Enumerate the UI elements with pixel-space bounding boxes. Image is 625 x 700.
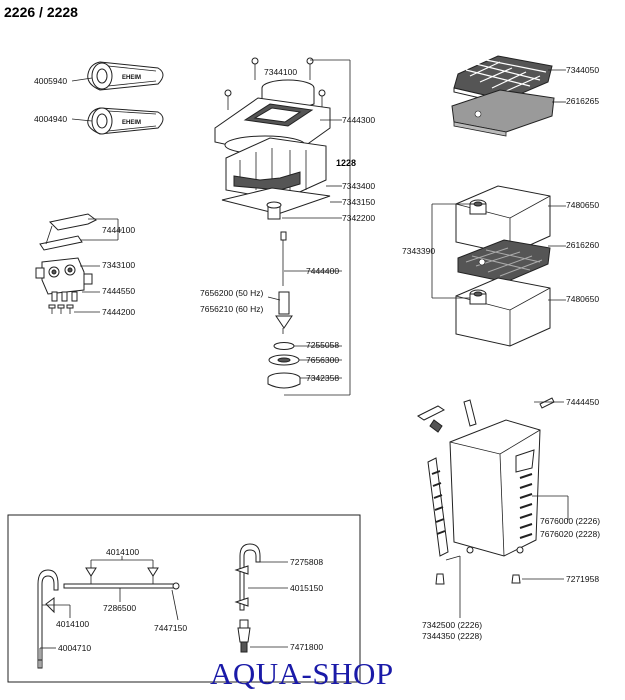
label-7343100: 7343100 <box>102 260 135 270</box>
clip-7444100 <box>39 213 97 251</box>
canister-strap <box>427 457 449 557</box>
label-7344350: 7344350 (2228) <box>422 631 482 641</box>
label-7275808: 7275808 <box>290 557 323 567</box>
accessories-frame <box>7 514 361 683</box>
label-2616260: 2616260 <box>566 240 599 250</box>
label-7444400: 7444400 <box>306 266 339 276</box>
label-7676020: 7676020 (2228) <box>540 529 600 539</box>
label-4005940: 4005940 <box>34 76 67 86</box>
label-7344050: 7344050 <box>566 65 599 75</box>
label-7343400: 7343400 <box>342 181 375 191</box>
label-7471800: 7471800 <box>290 642 323 652</box>
basket-lower <box>455 277 551 347</box>
label-7444450: 7444450 <box>566 397 599 407</box>
label-7480650-upper: 7480650 <box>566 200 599 210</box>
valve-block-7343100 <box>35 257 93 302</box>
label-7255058: 7255058 <box>306 340 339 350</box>
outlet-nozzle-7471800 <box>237 619 251 653</box>
label-7344100: 7344100 <box>264 67 297 77</box>
label-7342358: 7342358 <box>306 373 339 383</box>
pump-head-assembly <box>214 57 331 220</box>
label-4004710: 4004710 <box>58 643 91 653</box>
label-7271958: 7271958 <box>566 574 599 584</box>
label-7286500: 7286500 <box>103 603 136 613</box>
basket-upper <box>455 185 551 255</box>
label-7444550: 7444550 <box>102 286 135 296</box>
spray-bar-7286500 <box>63 582 180 590</box>
pipe-clip-4014100-left <box>42 597 70 614</box>
label-7342500: 7342500 (2226) <box>422 620 482 630</box>
label-7656210: 7656210 (60 Hz) <box>200 304 263 314</box>
impeller-stack <box>267 231 301 389</box>
label-7343150: 7343150 <box>342 197 375 207</box>
label-2616265: 2616265 <box>566 96 599 106</box>
label-4015150: 4015150 <box>290 583 323 593</box>
label-7343390: 7343390 <box>402 246 435 256</box>
label-7447150: 7447150 <box>154 623 187 633</box>
canister-body <box>449 419 541 557</box>
canister-handles-7444450 <box>417 397 555 433</box>
hose-coil-upper: EHEIM <box>87 61 164 91</box>
label-7342200: 7342200 <box>342 213 375 223</box>
return-elbow-7275808 <box>234 543 261 611</box>
hose-coil-lower: EHEIM <box>87 107 164 135</box>
label-7480650-lower: 7480650 <box>566 294 599 304</box>
pipe-clips-4014100-top <box>85 567 159 584</box>
brand-watermark: AQUA-SHOP <box>210 656 394 691</box>
screws-7444200 <box>48 304 74 314</box>
label-7444200: 7444200 <box>102 307 135 317</box>
canister-feet <box>435 546 524 585</box>
label-4014100-left: 4014100 <box>56 619 89 629</box>
label-7656200: 7656200 (50 Hz) <box>200 288 263 298</box>
label-7444100: 7444100 <box>102 225 135 235</box>
hose-brand-upper: EHEIM <box>122 75 141 81</box>
label-7676000: 7676000 (2226) <box>540 516 600 526</box>
filter-pad-2616260 <box>457 239 551 283</box>
filter-pad-2616265 <box>451 89 555 137</box>
pump-head-leaders <box>267 59 351 396</box>
label-7444300: 7444300 <box>342 115 375 125</box>
hose-brand-lower: EHEIM <box>122 120 141 126</box>
label-4014100-top: 4014100 <box>106 547 139 557</box>
label-1228: 1228 <box>336 158 356 168</box>
diagram-title: 2226 / 2228 <box>4 4 78 20</box>
intake-pipe-4004710 <box>37 569 59 669</box>
label-4004940: 4004940 <box>34 114 67 124</box>
label-7656300: 7656300 <box>306 355 339 365</box>
